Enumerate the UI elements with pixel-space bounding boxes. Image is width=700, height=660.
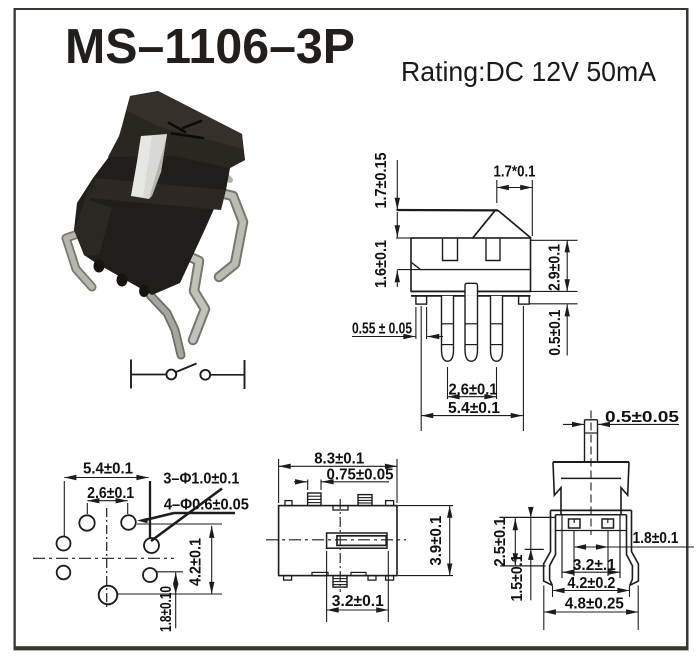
svg-text:0.55 ± 0.05: 0.55 ± 0.05	[352, 321, 412, 338]
svg-text:0.75±0.05: 0.75±0.05	[327, 467, 394, 484]
svg-text:4.8±0.25: 4.8±0.25	[565, 596, 624, 613]
svg-text:8.3±0.1: 8.3±0.1	[314, 451, 364, 468]
svg-text:4.2±0.1: 4.2±0.1	[188, 538, 205, 586]
svg-text:1.8±0.10: 1.8±0.10	[158, 586, 175, 632]
svg-text:1.8±0.1: 1.8±0.1	[633, 530, 679, 547]
svg-text:0.5±0.1: 0.5±0.1	[547, 309, 564, 355]
svg-text:3.2±0.1: 3.2±0.1	[332, 593, 384, 610]
svg-text:5.4±0.1: 5.4±0.1	[83, 460, 133, 477]
svg-text:0.5±0.05: 0.5±0.05	[605, 409, 679, 426]
svg-text:2.6±0.1: 2.6±0.1	[449, 381, 498, 398]
svg-text:3–Φ1.0±0.1: 3–Φ1.0±0.1	[163, 471, 239, 488]
svg-text:1.6±0.1: 1.6±0.1	[373, 240, 390, 288]
svg-text:5.4±0.1: 5.4±0.1	[448, 400, 500, 417]
svg-text:2.9±0.1: 2.9±0.1	[547, 244, 564, 291]
svg-text:1.5±0.1: 1.5±0.1	[509, 554, 526, 601]
svg-text:Rating:DC 12V 50mA: Rating:DC 12V 50mA	[401, 56, 656, 87]
svg-text:3.2±.1: 3.2±.1	[573, 557, 616, 574]
svg-text:2.6±0.1: 2.6±0.1	[87, 485, 134, 502]
svg-text:3.9±0.1: 3.9±0.1	[428, 515, 445, 565]
svg-text:1.7±0.15: 1.7±0.15	[373, 152, 390, 208]
svg-text:MS–1106–3P: MS–1106–3P	[65, 20, 355, 74]
svg-text:2.5±0.1: 2.5±0.1	[492, 517, 509, 566]
svg-text:4–Φ0.6±0.05: 4–Φ0.6±0.05	[164, 497, 249, 514]
svg-text:1.7*0.1: 1.7*0.1	[494, 164, 536, 181]
svg-text:4.2±0.2: 4.2±0.2	[567, 575, 615, 592]
